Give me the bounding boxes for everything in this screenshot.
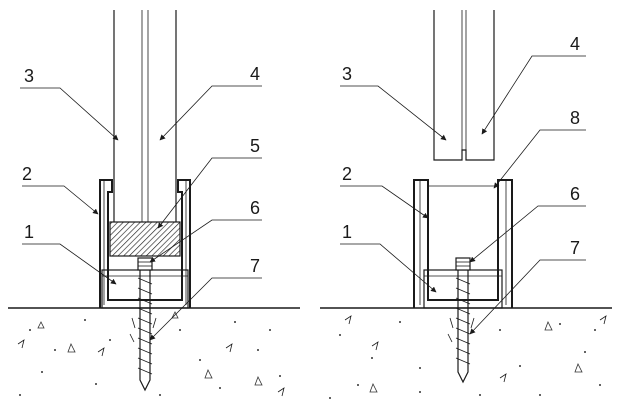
callout-8-right: 8 xyxy=(570,108,580,128)
callout-6-left: 6 xyxy=(250,198,260,218)
callout-6-right: 6 xyxy=(570,184,580,204)
callout-2-left: 2 xyxy=(22,164,32,184)
u-profile-right xyxy=(413,179,513,308)
callout-2-right: 2 xyxy=(342,164,352,184)
ground-right xyxy=(320,307,612,399)
glass-panel-left xyxy=(113,10,177,222)
callout-3-left: 3 xyxy=(24,66,34,86)
glass-panel-right xyxy=(433,10,495,161)
callout-7-left: 7 xyxy=(250,256,260,276)
callout-4-right: 4 xyxy=(570,34,580,54)
base-plate-right xyxy=(423,269,503,309)
screw-right xyxy=(447,257,475,384)
callout-1-right: 1 xyxy=(342,222,352,242)
right-detail: 3 4 8 2 6 1 7 xyxy=(340,10,586,384)
base-plate-left xyxy=(101,269,189,309)
leaders-left xyxy=(20,85,262,341)
callouts-left: 3 4 5 2 6 1 7 xyxy=(22,64,260,276)
u-profile-left xyxy=(99,179,191,308)
ground-left xyxy=(8,307,300,397)
callout-5-left: 5 xyxy=(250,136,260,156)
clamping-wedge-left xyxy=(109,221,181,257)
callout-7-right: 7 xyxy=(570,238,580,258)
leaders-right xyxy=(340,55,586,335)
callout-3-right: 3 xyxy=(342,64,352,84)
left-detail: 3 4 5 2 6 1 7 xyxy=(20,10,262,392)
callouts-right: 3 4 8 2 6 1 7 xyxy=(342,34,580,258)
screw-left xyxy=(129,257,157,392)
callout-4-left: 4 xyxy=(250,64,260,84)
callout-1-left: 1 xyxy=(24,222,34,242)
